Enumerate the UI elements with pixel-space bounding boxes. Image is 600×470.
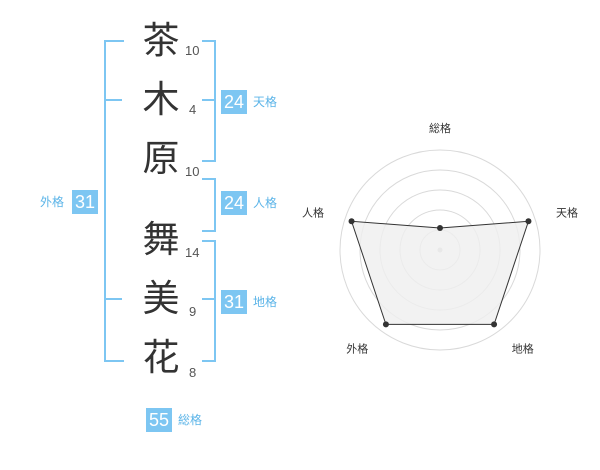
radar-point	[525, 218, 532, 225]
soukaku-label: 総格	[178, 413, 203, 427]
name-char-4: 舞	[142, 218, 180, 261]
chikaku-bracket-tick	[202, 298, 214, 300]
stroke-count-2: 4	[189, 102, 197, 117]
tenkaku-bracket	[202, 40, 216, 162]
name-char-2: 木	[142, 78, 180, 121]
gaikaku-bracket-tick	[104, 99, 122, 101]
jinkaku-bracket	[202, 178, 216, 232]
name-char-3: 原	[142, 137, 180, 180]
radar-point	[491, 321, 498, 328]
tenkaku-label: 天格	[253, 95, 278, 109]
radar-point	[437, 225, 443, 231]
radar-ring	[359, 169, 521, 331]
stroke-count-1: 10	[185, 43, 200, 58]
radar-point	[348, 218, 355, 225]
radar-series-polygon	[350, 220, 530, 325]
gaikaku-bracket-tick	[104, 298, 122, 300]
stroke-count-4: 14	[185, 245, 200, 260]
name-char-6: 花	[142, 336, 180, 379]
chikaku-bracket	[202, 240, 216, 362]
jinkaku-label: 人格	[253, 196, 278, 210]
chikaku-label: 地格	[253, 295, 278, 309]
radar-point	[382, 321, 389, 328]
name-char-5: 美	[142, 277, 180, 320]
radar-axis-label: 総格	[429, 121, 451, 135]
stroke-count-6: 8	[189, 365, 197, 380]
stroke-count-3: 10	[185, 164, 200, 179]
radar-axis-label: 地格	[512, 342, 534, 356]
radar-axis-label: 外格	[346, 342, 368, 356]
stroke-count-5: 9	[189, 304, 197, 319]
gaikaku-label: 外格	[40, 195, 65, 209]
jinkaku-value: 24	[221, 191, 247, 215]
name-char-1: 茶	[142, 19, 180, 62]
soukaku-value: 55	[146, 408, 172, 432]
gaikaku-value: 31	[72, 190, 98, 214]
tenkaku-value: 24	[221, 90, 247, 114]
radar-axis-label: 人格	[302, 205, 324, 219]
radar-axis-label: 天格	[556, 205, 578, 219]
gaikaku-bracket	[104, 40, 124, 362]
tenkaku-bracket-tick	[202, 99, 214, 101]
chikaku-value: 31	[221, 290, 247, 314]
radar-ring	[339, 149, 541, 351]
